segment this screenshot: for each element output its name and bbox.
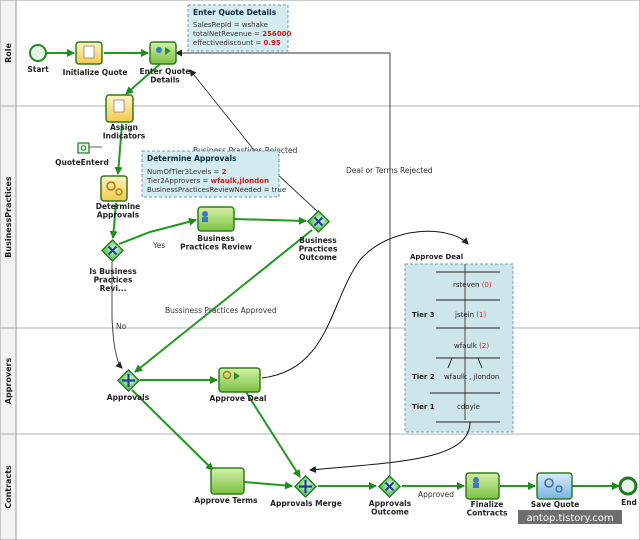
play-icon [165, 47, 171, 55]
approve-deal-task[interactable] [218, 367, 261, 393]
panel-entry: wfaulk (2) [454, 342, 489, 350]
document-icon [113, 99, 125, 113]
gear-icon [555, 485, 563, 493]
quote-enterd-event[interactable] [77, 142, 90, 154]
play-icon [234, 372, 240, 380]
start-label: Start [27, 65, 49, 74]
approvals-box-line: BusinessPracticesReviewNeeded = true [147, 186, 286, 194]
approvals-box-line: Tier2Approvers = wfaulk,jlondon [146, 177, 269, 185]
assign-indicators-task[interactable] [105, 94, 134, 123]
save-quote-label: Save Quote [531, 500, 580, 509]
enter-quote-details-task[interactable] [149, 41, 177, 65]
quote-enterd-label: QuoteEnterd [55, 158, 109, 167]
is-business-practices-gateway[interactable] [100, 238, 125, 263]
business-practices-review-task[interactable] [197, 206, 235, 232]
approve-terms-label: Approve Terms [194, 496, 258, 505]
approvals-outcome-gateway[interactable] [377, 474, 402, 499]
exclusive-icon [384, 481, 395, 492]
approvals-label: Approvals [107, 393, 150, 402]
approve-deal-label: Approve Deal [210, 394, 267, 403]
tier-label: Tier 3 [412, 311, 435, 319]
user-icon [473, 477, 479, 483]
save-quote-task[interactable] [536, 472, 573, 500]
initialize-quote-task[interactable] [75, 41, 103, 65]
approvals-box-title: Determine Approvals [147, 154, 237, 163]
quote-details-box: Enter Quote Details SalesRepId = wshake … [187, 4, 291, 52]
tier-label: Tier 2 [412, 373, 435, 381]
lane-approvers-label: Approvers [4, 358, 13, 405]
lane-business-label: BusinessPractices [4, 176, 13, 258]
panel-entry: rsteven (0) [453, 281, 492, 289]
edge-label-approved: Approved [418, 490, 454, 499]
quote-box-line: SalesRepId = wshake [193, 21, 268, 29]
determine-approvals-task[interactable] [100, 175, 128, 202]
edge-label-no: No [116, 322, 127, 331]
business-practices-outcome-gateway[interactable] [306, 209, 331, 234]
approvals-box-line: NumOfTier3Levels = 2 [147, 168, 227, 176]
quote-box-line: effectivediscount = 0.95 [193, 39, 281, 47]
edge-label-deal-terms-rejected: Deal or Terms Rejected [346, 166, 433, 175]
start-event[interactable] [29, 44, 47, 62]
edge-label-yes: Yes [152, 241, 165, 250]
approve-deal-panel: Approve Deal rsteven (0) jstein (1) wfau… [404, 253, 514, 433]
gear-icon [222, 370, 232, 380]
quote-box-title: Enter Quote Details [193, 8, 277, 17]
lane-role-label: Role [4, 43, 13, 63]
determine-approvals-box: Determine Approvals NumOfTier3Levels = 2… [141, 150, 286, 198]
panel-entry: wfaulk , jlondon [444, 373, 499, 381]
watermark: antop.tistory.com [518, 510, 622, 524]
approvals-merge-gateway[interactable] [293, 474, 318, 499]
exclusive-icon [107, 245, 118, 256]
lane-contracts-label: Contracts [4, 465, 13, 509]
approvals-merge-label: Approvals Merge [270, 499, 342, 508]
user-icon [156, 47, 162, 53]
edge-label-bp-approved: Bussiness Practices Approved [165, 306, 277, 315]
gear-icon [115, 188, 123, 196]
finalize-contracts-task[interactable] [465, 472, 500, 500]
panel-entry: cdoyle [457, 403, 480, 411]
gear-icon [544, 478, 554, 488]
exclusive-icon [313, 216, 324, 227]
end-event[interactable] [618, 476, 638, 496]
end-label: End [621, 498, 637, 507]
parallel-icon [122, 374, 135, 387]
approvals-gateway[interactable] [116, 368, 141, 393]
approve-terms-task[interactable] [210, 467, 245, 495]
panel-entry: jstein (1) [454, 311, 486, 319]
parallel-icon [299, 480, 312, 493]
flows [46, 49, 620, 490]
tier-label: Tier 1 [412, 403, 435, 411]
panel-title: Approve Deal [410, 253, 463, 261]
watermark-text: antop.tistory.com [526, 513, 613, 524]
edge-label-bp-rejected: Business Practices Rejected [193, 146, 298, 155]
user-icon [202, 211, 208, 217]
initialize-quote-label: Initialize Quote [63, 68, 128, 77]
quote-box-line: totalNetRevenue = 256000 [193, 30, 291, 38]
document-icon [83, 45, 95, 59]
gear-icon [106, 181, 116, 191]
